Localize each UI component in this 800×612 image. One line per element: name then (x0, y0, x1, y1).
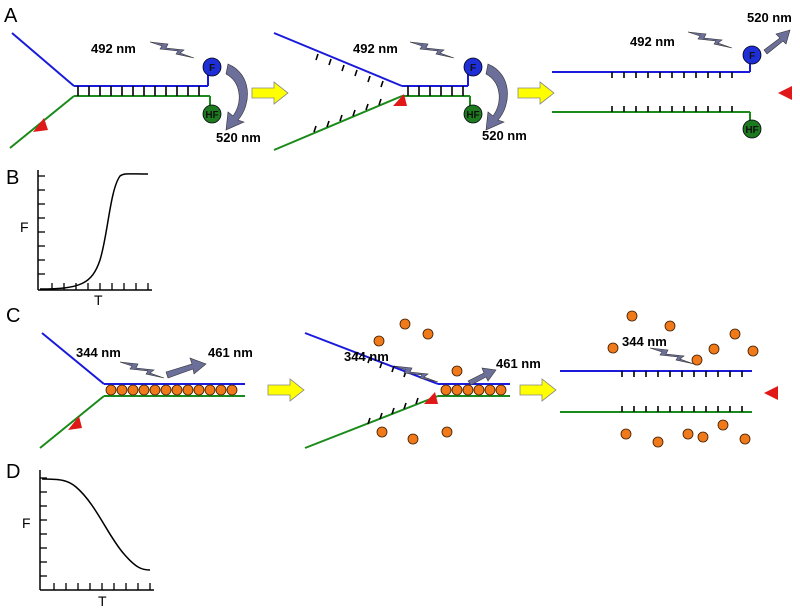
excitation-wavelength: 492 nm (91, 41, 136, 56)
nuclease-marker-icon (393, 94, 407, 106)
top-strand-fork (11, 32, 75, 87)
x-axis-label: T (94, 292, 103, 308)
excitation-bolt-icon (687, 31, 733, 49)
excitation-wavelength: 344 nm (344, 349, 389, 364)
panel-letter-c: C (6, 305, 20, 327)
fluorophore-icon (202, 57, 222, 77)
intercalated-dye-row (440, 384, 507, 396)
step-arrow-icon (517, 81, 555, 105)
emission-wavelength: 461 nm (208, 345, 253, 360)
unpaired-base-ticks (621, 371, 743, 412)
y-axis-ticks (40, 477, 47, 577)
step-arrow-icon (251, 81, 289, 105)
svg-text:F: F (470, 63, 476, 74)
emission-arrow-icon (763, 29, 791, 55)
nuclease-marker-icon (33, 118, 48, 132)
excitation-bolt-icon (119, 361, 165, 379)
free-dye-molecules (373, 318, 463, 445)
x-axis-ticks (51, 283, 149, 290)
nuclease-marker-icon (778, 86, 792, 100)
excitation-bolt-icon (149, 41, 195, 59)
panel-a-step-2: F HF 492 nm 520 nm (273, 32, 527, 151)
intercalated-dye-row (105, 384, 238, 396)
svg-text:HF: HF (466, 110, 479, 121)
bottom-strand-fork (39, 395, 105, 449)
top-strand-fork (41, 332, 105, 385)
panel-a-step-1: F HF 492 nm 520 nm (9, 32, 261, 149)
y-axis-label: F (22, 515, 31, 531)
fret-transfer-arrow-icon (225, 63, 248, 131)
bottom-strand-fork (304, 395, 439, 449)
panel-a-step-3: F HF 492 nm 520 nm (552, 10, 792, 139)
unpaired-base-ticks (313, 53, 384, 133)
fret-transfer-arrow-icon (485, 63, 508, 131)
excitation-bolt-icon (393, 365, 439, 383)
fluorophore-icon (742, 45, 762, 65)
top-strand-fork (273, 32, 403, 87)
emission-wavelength: 520 nm (747, 10, 792, 25)
quencher-icon (463, 104, 483, 124)
panel-c-step-3: 344 nm (560, 310, 778, 448)
svg-text:HF: HF (205, 110, 218, 121)
step-arrow-icon (267, 378, 305, 402)
x-axis-ticks (53, 583, 151, 590)
panel-c-step-2: 344 nm 461 nm (304, 318, 541, 449)
y-axis-ticks (38, 175, 45, 275)
excitation-wavelength: 344 nm (76, 345, 121, 360)
emission-wavelength: 520 nm (482, 128, 527, 143)
svg-text:HF: HF (745, 125, 758, 136)
emission-wavelength: 520 nm (216, 130, 261, 145)
base-pair-rungs (407, 86, 464, 96)
unpaired-base-ticks (611, 72, 733, 112)
quencher-icon (742, 119, 762, 139)
bottom-strand-fork (273, 95, 403, 151)
excitation-wavelength: 492 nm (630, 34, 675, 49)
fluorescence-curve (39, 173, 149, 290)
nuclease-marker-icon (68, 416, 82, 430)
base-pair-rungs (77, 86, 200, 96)
y-axis-label: F (20, 219, 29, 235)
panel-letter-a: A (4, 5, 18, 27)
panel-c-step-1: 344 nm 461 nm (39, 332, 253, 449)
excitation-wavelength: 492 nm (353, 41, 398, 56)
svg-text:F: F (209, 63, 215, 74)
fluorescence-curve (41, 478, 151, 571)
nuclease-marker-icon (424, 392, 438, 404)
fluorophore-icon (463, 57, 483, 77)
excitation-bolt-icon (649, 347, 695, 365)
free-dye-molecules (607, 310, 759, 448)
quencher-icon (202, 104, 222, 124)
excitation-bolt-icon (409, 41, 455, 59)
unpaired-base-ticks (355, 351, 419, 425)
top-strand-fork (304, 332, 439, 385)
panel-d-plot: F T (22, 470, 154, 609)
nuclease-marker-icon (764, 386, 778, 400)
excitation-wavelength: 344 nm (622, 334, 667, 349)
panel-b-plot: F T (20, 170, 152, 308)
x-axis-label: T (98, 593, 107, 609)
panel-letter-b: B (6, 167, 19, 189)
emission-wavelength: 461 nm (496, 356, 541, 371)
step-arrow-icon (519, 378, 557, 402)
svg-text:F: F (749, 51, 755, 62)
panel-letter-d: D (6, 461, 20, 483)
emission-arrow-icon (467, 367, 497, 386)
emission-arrow-icon (165, 357, 207, 379)
